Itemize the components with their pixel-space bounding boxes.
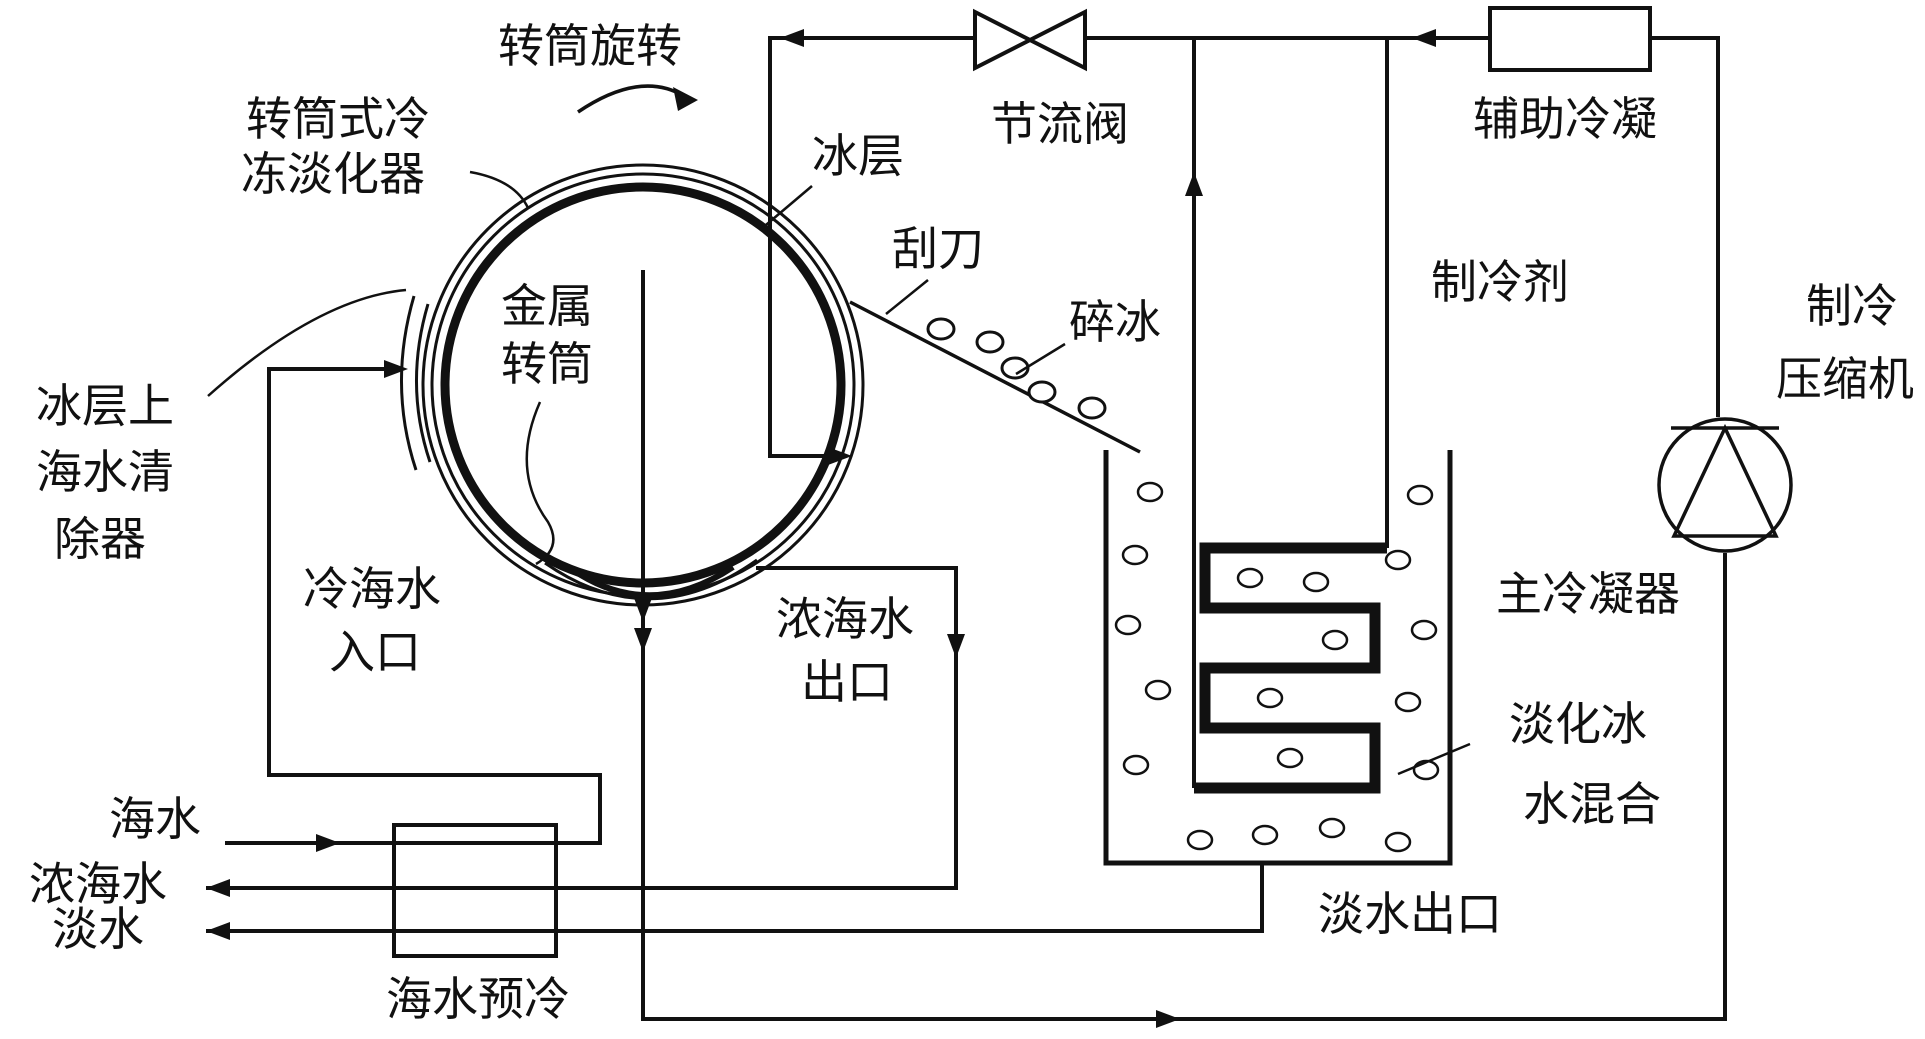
label-remover-line1: 冰层上 (36, 381, 174, 432)
pipe-brine-line (206, 566, 958, 890)
leader-metal-drum (525, 401, 555, 566)
leader-crushed-ice (1015, 342, 1066, 376)
seawater-remover-device (400, 295, 432, 471)
leader-ice-water-mix (1397, 742, 1471, 776)
label-compressor-line2: 压缩机 (1776, 354, 1914, 405)
arrow-left-icon (780, 29, 804, 47)
arrow-right-icon (1156, 1010, 1180, 1028)
main-condenser-coil (1194, 542, 1387, 794)
label-main-condenser: 主冷凝器 (1496, 569, 1680, 620)
aux-condenser-box (1488, 6, 1652, 72)
pipe-freshwater-line (206, 863, 1264, 933)
label-brine-outlet-line1: 浓海水 (776, 594, 914, 645)
label-scraper: 刮刀 (892, 224, 984, 275)
drum-metal-wall (440, 182, 846, 588)
arrow-down-icon (947, 634, 965, 658)
precooler-box (392, 823, 558, 958)
leader-remover (207, 288, 407, 397)
label-leader-lines (207, 170, 1471, 776)
leader-scraper (885, 279, 929, 315)
label-metal-drum-line1: 金属 (501, 281, 593, 332)
label-cold-seawater-line1: 冷海水 (303, 564, 441, 615)
label-refrigerant: 制冷剂 (1431, 257, 1569, 308)
arrow-right-icon (316, 834, 340, 852)
label-ice-water-mix-line1: 淡化冰 (1509, 699, 1647, 750)
crushed-ice-pieces (926, 317, 1107, 420)
label-seawater-precool: 海水预冷 (386, 974, 570, 1025)
arrow-left-icon (206, 879, 230, 897)
leader-ice-layer (759, 185, 813, 231)
scraper-blade (849, 300, 1141, 454)
label-desalinator-line2: 冻淡化器 (241, 149, 425, 200)
throttle-valve-icon (973, 8, 1087, 72)
pipe-lines (206, 36, 1727, 1021)
label-remover-line2: 海水清 (36, 447, 174, 498)
label-ice-water-mix-line2: 水混合 (1523, 779, 1661, 830)
arrow-down-icon (634, 628, 652, 652)
label-freshwater-outlet: 淡水出口 (1318, 889, 1502, 940)
leader-desalinator (469, 170, 530, 209)
label-ice-layer: 冰层 (812, 131, 904, 182)
label-freshwater: 淡水 (52, 904, 144, 955)
label-compressor-line1: 制冷 (1806, 281, 1898, 332)
compressor-icon (1657, 417, 1793, 553)
pipe-valve-to-drum (768, 36, 975, 458)
pipe-seawater-feed (225, 367, 602, 845)
arrow-left-icon (1412, 29, 1436, 47)
label-metal-drum-line2: 转筒 (501, 339, 593, 390)
flow-arrow-icons (206, 29, 1436, 1028)
label-seawater: 海水 (109, 794, 201, 845)
label-crushed-ice: 碎冰 (1069, 297, 1161, 348)
arrow-right-icon (384, 360, 408, 378)
arrow-right-icon (828, 447, 852, 465)
label-drum-rotation: 转筒旋转 (498, 21, 682, 72)
arrow-up-icon (1185, 172, 1203, 196)
ice-water-tank (1103, 450, 1453, 866)
label-brine: 浓海水 (29, 859, 167, 910)
rotation-arrow-icon (577, 84, 685, 114)
label-desalinator-line1: 转筒式冷 (246, 94, 430, 145)
tank-ice-bubbles (1114, 481, 1440, 853)
arrow-left-icon (206, 922, 230, 940)
label-throttle-valve: 节流阀 (991, 99, 1129, 150)
label-cold-seawater-line2: 入口 (329, 627, 421, 678)
label-remover-line3: 除器 (54, 514, 146, 565)
pipe-auxcond-to-compressor (1650, 36, 1720, 417)
label-aux-condenser: 辅助冷凝 (1473, 94, 1657, 145)
arrow-down-icon (634, 598, 652, 622)
label-brine-outlet-line2: 出口 (801, 657, 893, 708)
